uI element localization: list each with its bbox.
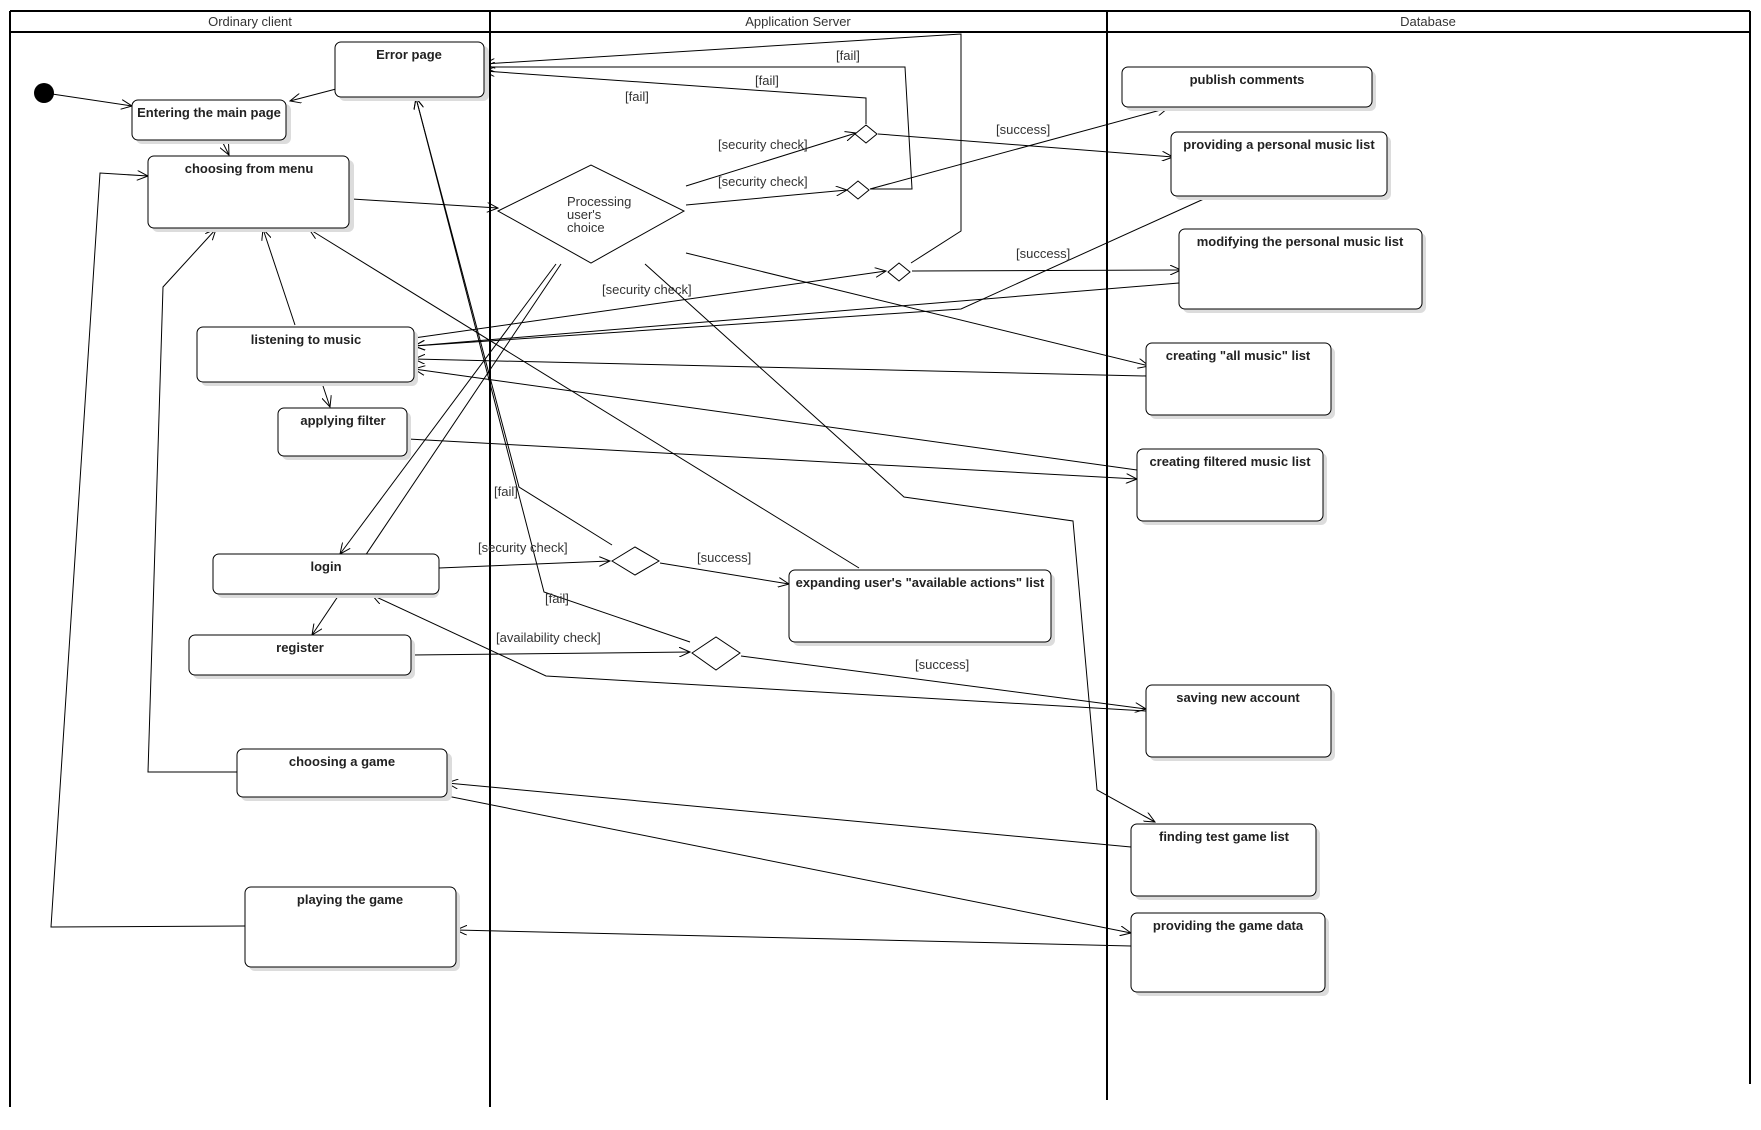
edges — [50, 33, 1207, 947]
guard-fail-1: [fail] — [836, 48, 860, 63]
label-listening: listening to music — [251, 332, 362, 347]
decision-security-2 — [846, 180, 870, 200]
actions: Error page Entering the main page choosi… — [131, 41, 1426, 996]
guard-labels: [fail] [fail] [fail] [success] [security… — [478, 48, 1070, 672]
label-login: login — [310, 559, 341, 574]
guard-success-1: [success] — [996, 122, 1050, 137]
guard-security-check-3: [security check] — [602, 282, 692, 297]
label-error-page: Error page — [376, 47, 442, 62]
guard-security-check-4: [security check] — [478, 540, 568, 555]
guard-fail-3: [fail] — [625, 89, 649, 104]
label-personal-list: providing a personal music list — [1183, 137, 1375, 152]
node-playing-game: playing the game — [244, 886, 460, 971]
node-main-page: Entering the main page — [131, 99, 291, 144]
lane-title-client: Ordinary client — [208, 14, 292, 29]
node-modifying-list: modifying the personal music list — [1178, 228, 1426, 313]
guard-success-3: [success] — [697, 550, 751, 565]
label-modifying-list: modifying the personal music list — [1197, 234, 1404, 249]
guard-security-check-1: [security check] — [718, 137, 808, 152]
processing-label-line-1: Processing — [567, 194, 631, 209]
node-filter: applying filter — [277, 407, 411, 460]
decision-login — [611, 546, 660, 576]
node-game-data: providing the game data — [1130, 912, 1329, 996]
label-main-page: Entering the main page — [137, 105, 281, 120]
label-filter: applying filter — [300, 413, 385, 428]
node-error-page: Error page — [334, 41, 489, 101]
guard-success-4: [success] — [915, 657, 969, 672]
guard-fail-4: [fail] — [494, 484, 518, 499]
decisions: Processing user's choice — [496, 124, 911, 671]
node-listening: listening to music — [196, 326, 418, 386]
node-personal-list: providing a personal music list — [1170, 131, 1391, 200]
node-saving-account: saving new account — [1145, 684, 1335, 761]
guard-fail-5: [fail] — [545, 591, 569, 606]
decision-register — [691, 636, 741, 671]
guard-success-2: [success] — [1016, 246, 1070, 261]
node-test-game: finding test game list — [1130, 823, 1320, 900]
node-menu: choosing from menu — [147, 155, 354, 232]
decision-security-1 — [854, 124, 878, 144]
label-test-game: finding test game list — [1159, 829, 1290, 844]
decision-security-3 — [887, 262, 911, 282]
lane-title-server: Application Server — [745, 14, 851, 29]
node-all-music: creating "all music" list — [1145, 342, 1335, 419]
guard-availability-check: [availability check] — [496, 630, 601, 645]
node-filtered-list: creating filtered music list — [1136, 448, 1327, 525]
guard-security-check-2: [security check] — [718, 174, 808, 189]
label-playing-game: playing the game — [297, 892, 403, 907]
label-all-music: creating "all music" list — [1166, 348, 1311, 363]
initial-node — [34, 83, 54, 103]
node-login: login — [212, 553, 440, 598]
processing-decision: Processing user's choice — [496, 164, 686, 264]
label-choosing-game: choosing a game — [289, 754, 395, 769]
lane-title-database: Database — [1400, 14, 1456, 29]
node-register: register — [188, 634, 415, 679]
label-expanding: expanding user's "available actions" lis… — [796, 575, 1045, 590]
node-choosing-game: choosing a game — [236, 748, 452, 801]
label-publish-comments: publish comments — [1190, 72, 1305, 87]
label-filtered-list: creating filtered music list — [1149, 454, 1311, 469]
label-menu: choosing from menu — [185, 161, 314, 176]
label-game-data: providing the game data — [1153, 918, 1304, 933]
label-saving-account: saving new account — [1176, 690, 1300, 705]
node-publish-comments: publish comments — [1121, 66, 1376, 111]
guard-fail-2: [fail] — [755, 73, 779, 88]
processing-label-line-3: choice — [567, 220, 605, 235]
node-expanding: expanding user's "available actions" lis… — [788, 569, 1055, 646]
label-register: register — [276, 640, 324, 655]
swimlanes: Ordinary client Application Server Datab… — [9, 10, 1751, 1107]
processing-label-line-2: user's — [567, 207, 602, 222]
